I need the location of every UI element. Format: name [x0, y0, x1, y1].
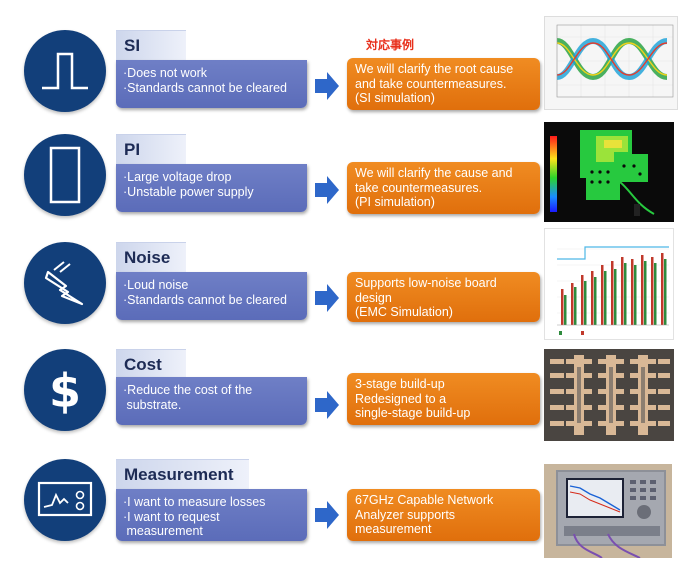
noise-title: Noise: [124, 248, 171, 267]
voltage-drop-map-image: [544, 122, 674, 222]
pi-problem-box: ·Large voltage drop ·Unstable power supp…: [116, 164, 307, 212]
measurement-circle: [24, 459, 106, 541]
measurement-title: Measurement: [124, 465, 234, 484]
si-title: SI: [124, 36, 141, 55]
cost-solution-1: 3-stage build-up: [355, 377, 445, 391]
noise-problem-2: ·Standards cannot be cleared: [123, 292, 287, 307]
row-si: SI ·Does not work ·Standards cannot be c…: [0, 16, 700, 138]
noise-solution-2: design: [355, 290, 392, 305]
cost-problem-box: ·Reduce the cost of the substrate.: [116, 377, 307, 425]
emc-bar-chart-image: [544, 228, 674, 340]
row-cost: $ Cost ·Reduce the cost of the substrate…: [0, 349, 700, 457]
network-analyzer-photo: [544, 464, 672, 558]
pi-solution-box: We will clarify the cause and take count…: [347, 162, 540, 214]
si-arrow-icon: [315, 72, 339, 100]
si-title-tab: SI: [116, 30, 186, 61]
measurement-problem-3: measurement: [123, 524, 203, 538]
eye-diagram-image: [544, 16, 678, 110]
noise-circle: [24, 242, 106, 324]
cost-arrow-icon: [315, 391, 339, 419]
measurement-solution-box: 67GHz Capable Network Analyzer supports …: [347, 489, 540, 541]
noise-solution-1: Supports low-noise board: [355, 276, 497, 290]
pi-problem-2: ·Unstable power supply: [123, 184, 254, 199]
si-problem-2: ·Standards cannot be cleared: [123, 80, 287, 95]
row-pi: PI ·Large voltage drop ·Unstable power s…: [0, 122, 700, 242]
measurement-arrow-icon: [315, 501, 339, 529]
rectangle-plane-icon: [49, 146, 81, 204]
measurement-solution-3: measurement: [355, 522, 432, 536]
noise-title-tab: Noise: [116, 242, 186, 273]
lightning-bolt-icon: [44, 261, 84, 306]
measurement-problem-1: ·I want to measure losses: [123, 495, 266, 509]
pi-circle: [24, 134, 106, 216]
pi-title-tab: PI: [116, 134, 186, 165]
measurement-solution-2: Analyzer supports: [355, 507, 456, 522]
svg-text:$: $: [49, 364, 81, 418]
cost-problem-1: ·Reduce the cost of the: [123, 383, 253, 397]
noise-problem-box: ·Loud noise ·Standards cannot be cleared: [116, 272, 307, 320]
cost-title-tab: Cost: [116, 349, 186, 380]
pcb-cross-section-image: [544, 349, 674, 441]
pi-title: PI: [124, 140, 141, 159]
dollar-sign-icon: $: [49, 364, 81, 418]
cost-circle: $: [24, 349, 106, 431]
pi-arrow-icon: [315, 176, 339, 204]
measurement-problem-2: ·I want to request: [123, 509, 220, 524]
pulse-waveform-icon: [42, 52, 88, 90]
row-noise: Noise ·Loud noise ·Standards cannot be c…: [0, 228, 700, 350]
cost-title: Cost: [124, 355, 162, 374]
cost-solution-2: Redesigned to a: [355, 391, 447, 406]
si-solution-box: We will clarify the root cause and take …: [347, 58, 540, 110]
si-circle: [24, 30, 106, 112]
si-solution-3: (SI simulation): [355, 91, 435, 105]
oscilloscope-icon: [37, 481, 93, 517]
measurement-title-tab: Measurement: [116, 459, 249, 490]
row-measurement: Measurement ·I want to measure losses ·I…: [0, 459, 700, 567]
noise-solution-3: (EMC Simulation): [355, 305, 453, 319]
si-solution-1: We will clarify the root cause: [355, 62, 514, 76]
si-problem-1: ·Does not work: [123, 66, 208, 80]
si-solution-2: and take countermeasures.: [355, 76, 507, 91]
si-problem-box: ·Does not work ·Standards cannot be clea…: [116, 60, 307, 108]
pi-solution-3: (PI simulation): [355, 195, 435, 209]
cost-solution-box: 3-stage build-up Redesigned to a single-…: [347, 373, 540, 425]
noise-problem-1: ·Loud noise: [123, 278, 189, 292]
pi-solution-2: take countermeasures.: [355, 180, 483, 195]
measurement-problem-box: ·I want to measure losses ·I want to req…: [116, 489, 307, 541]
noise-arrow-icon: [315, 284, 339, 312]
noise-solution-box: Supports low-noise board design (EMC Sim…: [347, 272, 540, 322]
pi-solution-1: We will clarify the cause and: [355, 166, 513, 180]
cost-problem-2: substrate.: [123, 397, 182, 412]
header-label: 対応事例: [366, 38, 415, 52]
pi-problem-1: ·Large voltage drop: [123, 170, 232, 184]
measurement-solution-1: 67GHz Capable Network: [355, 493, 494, 507]
cost-solution-3: single-stage build-up: [355, 406, 471, 420]
